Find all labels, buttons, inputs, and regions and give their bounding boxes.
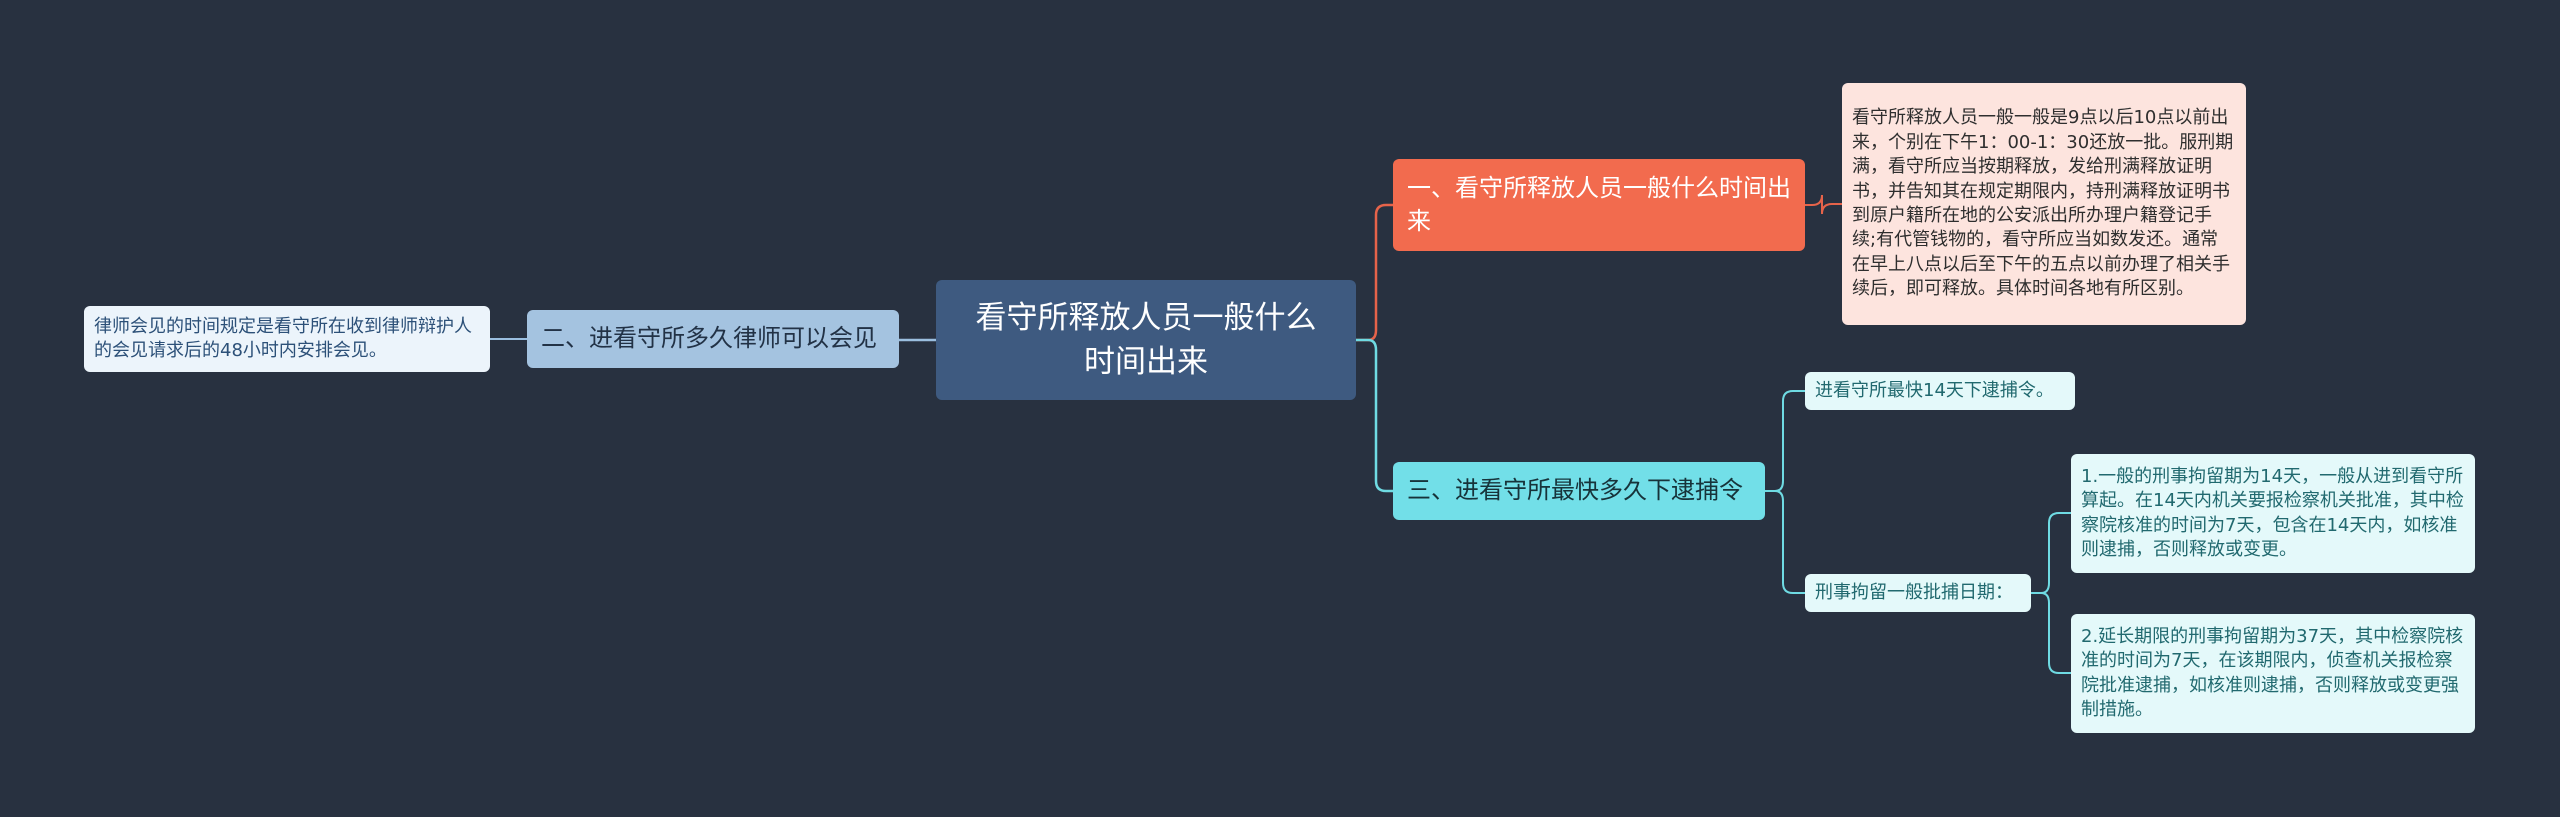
root-topic[interactable]: 看守所释放人员一般什么时间出来 xyxy=(936,280,1356,400)
detention-period-item-2[interactable]: 2.延长期限的刑事拘留期为37天，其中检察院核准的时间为7天，在该期限内，侦查机… xyxy=(2071,614,2475,733)
link-root-b1 xyxy=(1356,203,1393,342)
root-topic-text: 看守所释放人员一般什么时间出来 xyxy=(975,299,1317,380)
link-period-item1 xyxy=(2031,512,2071,594)
detention-period-item-1[interactable]: 1.一般的刑事拘留期为14天，一般从进到看守所算起。在14天内机关要报检察机关批… xyxy=(2071,454,2475,573)
link-root-b3 xyxy=(1356,338,1393,493)
lawyer-visit-detail-text: 律师会见的时间规定是看守所在收到律师辩护人的会见请求后的48小时内安排会见。 xyxy=(94,315,472,361)
detention-period-topic-label: 刑事拘留一般批捕日期： xyxy=(1815,581,2013,603)
branch-arrest-warrant[interactable]: 三、进看守所最快多久下逮捕令 xyxy=(1393,462,1765,520)
branch-lawyer-visit[interactable]: 二、进看守所多久律师可以会见 xyxy=(527,310,899,368)
link-b3-fast xyxy=(1765,390,1805,492)
detention-period-topic[interactable]: 刑事拘留一般批捕日期： xyxy=(1805,574,2031,612)
release-time-detail[interactable]: 看守所释放人员一般一般是9点以后10点以前出来，个别在下午1：00-1：30还放… xyxy=(1842,83,2246,325)
link-b1-detail xyxy=(1805,194,1842,215)
link-period-item2 xyxy=(2031,592,2071,674)
branch-lawyer-visit-label: 二、进看守所多久律师可以会见 xyxy=(541,324,877,353)
branch-arrest-warrant-label: 三、进看守所最快多久下逮捕令 xyxy=(1407,476,1743,505)
lawyer-visit-detail[interactable]: 律师会见的时间规定是看守所在收到律师辩护人的会见请求后的48小时内安排会见。 xyxy=(84,306,490,372)
detention-period-item-1-text: 1.一般的刑事拘留期为14天，一般从进到看守所算起。在14天内机关要报检察机关批… xyxy=(2081,465,2464,560)
arrest-fastest-detail-text: 进看守所最快14天下逮捕令。 xyxy=(1815,379,2054,401)
release-time-detail-text: 看守所释放人员一般一般是9点以后10点以前出来，个别在下午1：00-1：30还放… xyxy=(1852,107,2234,300)
branch-release-time[interactable]: 一、看守所释放人员一般什么时间出来 xyxy=(1393,159,1805,251)
link-b3-period xyxy=(1765,490,1805,594)
detention-period-item-2-text: 2.延长期限的刑事拘留期为37天，其中检察院核准的时间为7天，在该期限内，侦查机… xyxy=(2081,625,2464,720)
branch-release-time-label: 一、看守所释放人员一般什么时间出来 xyxy=(1407,173,1791,235)
arrest-fastest-detail[interactable]: 进看守所最快14天下逮捕令。 xyxy=(1805,372,2075,410)
